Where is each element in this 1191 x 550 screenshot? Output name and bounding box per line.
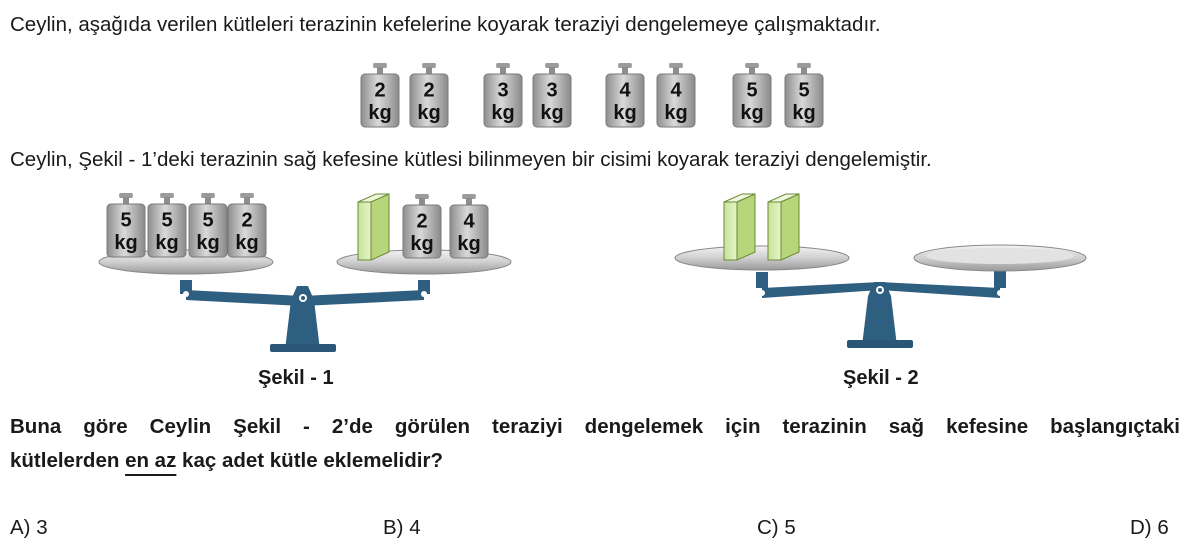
mass-value: 2 xyxy=(423,79,434,101)
mass-value: 4 xyxy=(463,210,475,232)
mass-weight: 5kg xyxy=(732,63,772,128)
mass-value: 5 xyxy=(798,79,809,101)
unknown-object xyxy=(767,193,800,261)
mass-value: 2 xyxy=(416,210,427,232)
figure-2-scale xyxy=(674,193,1087,348)
mass-weight: 3kg xyxy=(483,63,523,128)
mass-unit: kg xyxy=(792,102,815,124)
scale-2-left-pan xyxy=(674,245,850,271)
mass-weight: 4kg xyxy=(656,63,696,128)
mass-weight: 2kg xyxy=(360,63,400,128)
mass-value: 4 xyxy=(619,79,631,101)
mass-weight: 4kg xyxy=(605,63,645,128)
option-d[interactable]: D) 6 xyxy=(1130,516,1169,539)
mass-unit: kg xyxy=(368,102,391,124)
mass-value: 4 xyxy=(670,79,682,101)
mass-weight: 3kg xyxy=(532,63,572,128)
figure-2-caption: Şekil - 2 xyxy=(843,367,919,389)
mass-weight: 5kg xyxy=(147,193,187,258)
question-line-2-start: kütlelerden xyxy=(10,449,126,472)
mass-unit: kg xyxy=(417,102,440,124)
mass-unit: kg xyxy=(410,233,433,255)
mass-weight: 5kg xyxy=(188,193,228,258)
mass-value: 5 xyxy=(202,209,213,231)
mass-value: 5 xyxy=(161,209,172,231)
question-text: Buna göre Ceylin Şekil - 2’de görülen te… xyxy=(10,410,1180,478)
mass-unit: kg xyxy=(613,102,636,124)
mass-unit: kg xyxy=(491,102,514,124)
option-a[interactable]: A) 3 xyxy=(10,516,48,539)
mass-value: 5 xyxy=(746,79,757,101)
mass-weight: 5kg xyxy=(784,63,824,128)
scale-1-base xyxy=(270,344,336,352)
scale-2-stand xyxy=(862,282,897,346)
mass-unit: kg xyxy=(664,102,687,124)
intro-text: Ceylin, aşağıda verilen kütleleri terazi… xyxy=(10,13,881,36)
scale-2-base xyxy=(847,340,913,348)
mass-weight: 4kg xyxy=(449,194,489,259)
mass-unit: kg xyxy=(235,232,258,254)
mass-value: 3 xyxy=(497,79,508,101)
unknown-object xyxy=(357,193,390,261)
question-line-1: Buna göre Ceylin Şekil - 2’de görülen te… xyxy=(10,415,1180,438)
mass-weight: 2kg xyxy=(227,193,267,258)
mass-unit: kg xyxy=(740,102,763,124)
mass-value: 2 xyxy=(241,209,252,231)
emphasis-en-az: en az xyxy=(125,449,177,472)
mass-unit: kg xyxy=(196,232,219,254)
option-c[interactable]: C) 5 xyxy=(757,516,796,539)
mass-weight: 2kg xyxy=(402,194,442,259)
mass-unit: kg xyxy=(457,233,480,255)
option-b[interactable]: B) 4 xyxy=(383,516,421,539)
mass-unit: kg xyxy=(114,232,137,254)
mass-unit: kg xyxy=(155,232,178,254)
question-line-2-end: kaç adet kütle eklemelidir? xyxy=(176,449,443,472)
mass-value: 2 xyxy=(374,79,385,101)
figure-1-caption: Şekil - 1 xyxy=(258,367,334,389)
unknown-object xyxy=(723,193,756,261)
mass-value: 5 xyxy=(120,209,131,231)
question-line-2: kütlelerden en az kaç adet kütle eklemel… xyxy=(10,444,1180,478)
mass-weight: 2kg xyxy=(409,63,449,128)
mass-value: 3 xyxy=(546,79,557,101)
setup-text: Ceylin, Şekil - 1’deki terazinin sağ kef… xyxy=(10,148,932,171)
mass-unit: kg xyxy=(540,102,563,124)
mass-weight: 5kg xyxy=(106,193,146,258)
